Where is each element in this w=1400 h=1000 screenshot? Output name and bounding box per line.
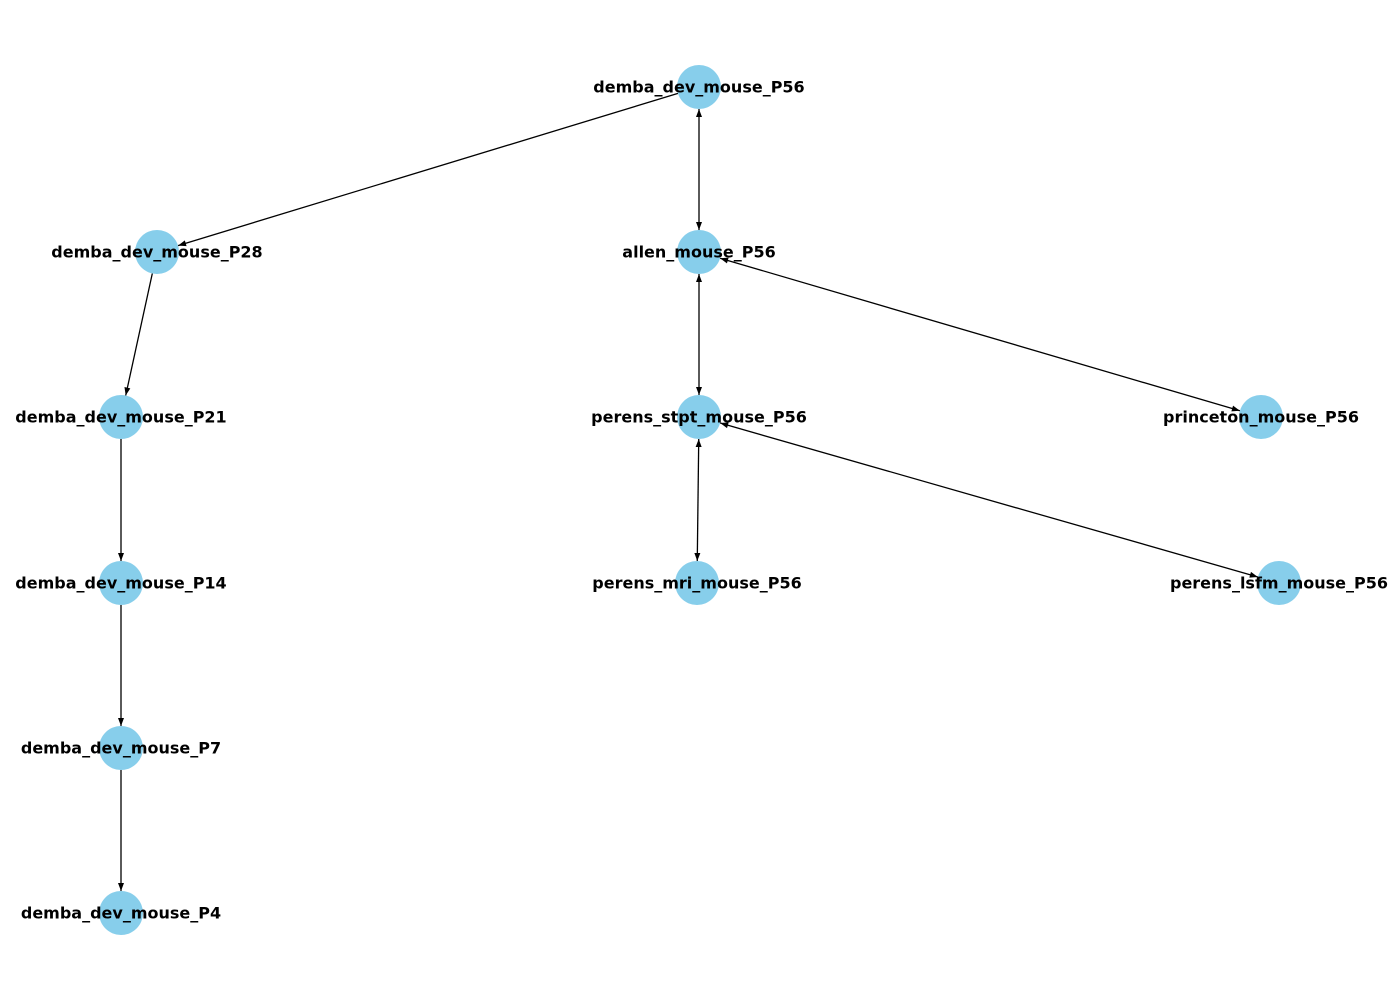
- node-princeton_mouse_P56: princeton_mouse_P56: [1163, 395, 1359, 439]
- edge-line: [696, 438, 700, 562]
- arrowhead-from: [720, 422, 729, 429]
- node-label: perens_mri_mouse_P56: [592, 574, 801, 593]
- node-circle: [99, 561, 143, 605]
- arrowhead-to: [1231, 405, 1240, 412]
- edge-demba_dev_mouse_P56-to-allen_mouse_P56: [696, 109, 702, 230]
- arrowhead-from: [696, 274, 702, 282]
- arrowhead-to: [124, 387, 131, 396]
- arrowhead-to: [1249, 571, 1258, 578]
- node-label: perens_stpt_mouse_P56: [591, 408, 807, 427]
- arrowhead-from: [696, 109, 702, 117]
- edge-demba_dev_mouse_P21-to-demba_dev_mouse_P14: [118, 439, 124, 561]
- node-label: demba_dev_mouse_P28: [51, 243, 262, 262]
- node-circle: [677, 65, 721, 109]
- node-label: demba_dev_mouse_P21: [15, 408, 226, 427]
- node-demba_dev_mouse_P28: demba_dev_mouse_P28: [51, 230, 263, 274]
- edge-perens_stpt_mouse_P56-to-perens_mri_mouse_P56: [694, 438, 702, 562]
- edge-demba_dev_mouse_P56-to-demba_dev_mouse_P28: [177, 92, 679, 247]
- arrowhead-to: [118, 553, 124, 561]
- node-circle: [675, 561, 719, 605]
- arrowhead-to: [696, 387, 702, 395]
- edge-line: [719, 422, 1259, 578]
- node-perens_stpt_mouse_P56: perens_stpt_mouse_P56: [591, 395, 807, 439]
- arrowhead-to: [694, 552, 701, 562]
- edges-layer: [118, 92, 1259, 891]
- node-demba_dev_mouse_P21: demba_dev_mouse_P21: [15, 395, 227, 439]
- node-circle: [1239, 395, 1283, 439]
- node-label: allen_mouse_P56: [622, 243, 775, 262]
- node-label: demba_dev_mouse_P56: [593, 78, 804, 97]
- node-allen_mouse_P56: allen_mouse_P56: [622, 230, 776, 274]
- node-label: princeton_mouse_P56: [1163, 408, 1359, 427]
- edge-line: [125, 273, 153, 396]
- node-circle: [99, 726, 143, 770]
- nodes-layer: demba_dev_mouse_P56 demba_dev_mouse_P28 al…: [15, 65, 1388, 935]
- node-label: perens_lsfm_mouse_P56: [1170, 574, 1388, 593]
- arrowhead-from: [695, 438, 702, 448]
- node-circle: [677, 230, 721, 274]
- node-label: demba_dev_mouse_P4: [21, 904, 221, 923]
- arrowhead-to: [178, 240, 187, 247]
- edge-demba_dev_mouse_P14-to-demba_dev_mouse_P7: [118, 605, 124, 726]
- node-circle: [99, 395, 143, 439]
- arrowhead-to: [118, 883, 124, 891]
- edge-demba_dev_mouse_P7-to-demba_dev_mouse_P4: [118, 770, 124, 891]
- arrowhead-to: [118, 718, 124, 726]
- arrowhead-to: [696, 222, 702, 230]
- edge-perens_stpt_mouse_P56-to-perens_lsfm_mouse_P56: [719, 422, 1259, 578]
- edge-line: [177, 92, 679, 247]
- node-demba_dev_mouse_P56: demba_dev_mouse_P56: [593, 65, 805, 109]
- edge-demba_dev_mouse_P28-to-demba_dev_mouse_P21: [124, 273, 153, 396]
- node-circle: [135, 230, 179, 274]
- node-perens_mri_mouse_P56: perens_mri_mouse_P56: [592, 561, 802, 605]
- node-demba_dev_mouse_P14: demba_dev_mouse_P14: [15, 561, 227, 605]
- node-label: demba_dev_mouse_P14: [15, 574, 226, 593]
- node-label: demba_dev_mouse_P7: [21, 739, 221, 758]
- edge-allen_mouse_P56-to-perens_stpt_mouse_P56: [696, 274, 702, 395]
- edge-line: [719, 257, 1241, 412]
- node-demba_dev_mouse_P4: demba_dev_mouse_P4: [21, 891, 221, 935]
- node-demba_dev_mouse_P7: demba_dev_mouse_P7: [21, 726, 221, 770]
- arrowhead-from: [720, 257, 729, 264]
- node-circle: [677, 395, 721, 439]
- edge-allen_mouse_P56-to-princeton_mouse_P56: [719, 257, 1241, 412]
- node-circle: [1257, 561, 1301, 605]
- node-perens_lsfm_mouse_P56: perens_lsfm_mouse_P56: [1170, 561, 1388, 605]
- node-circle: [99, 891, 143, 935]
